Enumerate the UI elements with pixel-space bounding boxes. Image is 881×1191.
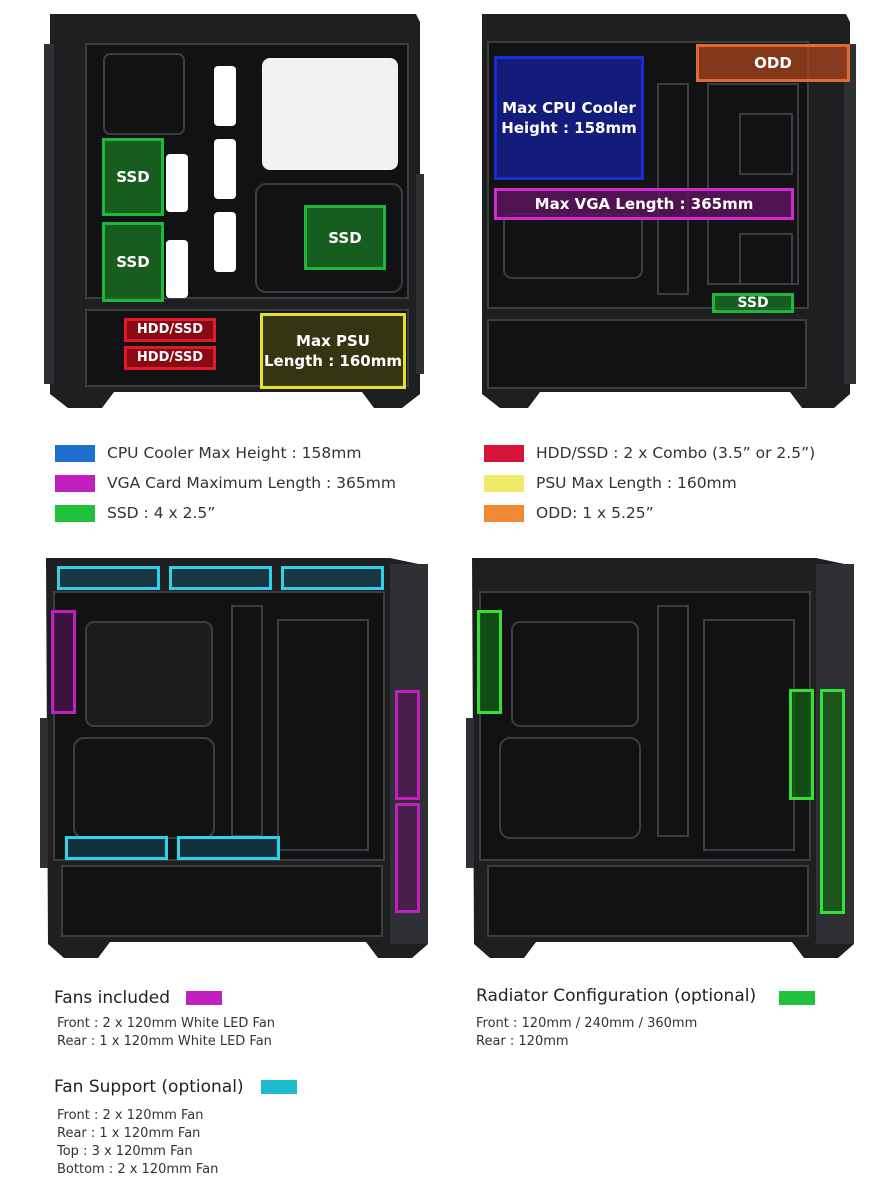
- odd-bay-label: ODD: [754, 54, 792, 72]
- hdd-bay-2-label: HDD/SSD: [136, 350, 204, 365]
- legend-item-ssd: SSD : 4 x 2.5”: [55, 504, 215, 522]
- legend-swatch-vga: [55, 474, 95, 492]
- hdd-bay-2: HDD/SSD: [124, 346, 216, 370]
- rear-fan-slot: [51, 610, 76, 714]
- fan-support-line-2: Rear : 1 x 120mm Fan: [57, 1126, 201, 1141]
- legend-label-vga: VGA Card Maximum Length : 365mm: [107, 474, 396, 492]
- fans-included-line-2: Rear : 1 x 120mm White LED Fan: [57, 1034, 272, 1049]
- ssd-bay-4-label: SSD: [737, 295, 769, 311]
- fan-support-line-3: Top : 3 x 120mm Fan: [57, 1144, 193, 1159]
- legend-swatch-odd: [484, 504, 524, 522]
- legend-item-cpu: CPU Cooler Max Height : 158mm: [55, 444, 361, 462]
- radiator-title: Radiator Configuration (optional): [476, 986, 757, 1006]
- ssd-bay-3-label: SSD: [328, 228, 362, 247]
- top-fan-slot-3: [281, 566, 384, 590]
- legend-item-odd: ODD: 1 x 5.25”: [484, 504, 654, 522]
- hdd-bay-1: HDD/SSD: [124, 318, 216, 342]
- legend-item-vga: VGA Card Maximum Length : 365mm: [55, 474, 396, 492]
- fan-support-title: Fan Support (optional): [54, 1077, 244, 1097]
- radiator-line-1: Front : 120mm / 240mm / 360mm: [476, 1016, 698, 1031]
- legend-label-psu: PSU Max Length : 160mm: [536, 474, 737, 492]
- top-fan-slot-1: [57, 566, 160, 590]
- fan-support-line-4: Bottom : 2 x 120mm Fan: [57, 1162, 219, 1177]
- fan-support-swatch: [261, 1080, 297, 1094]
- bottom-fan-slot-1: [65, 836, 168, 860]
- front-fan-slot-2: [395, 803, 420, 913]
- legend-item-hdd: HDD/SSD : 2 x Combo (3.5” or 2.5”): [484, 444, 815, 462]
- front-fan-slot-1: [395, 690, 420, 800]
- fan-support-line-1: Front : 2 x 120mm Fan: [57, 1108, 204, 1123]
- cpu-cooler-label-line1: Max CPU Cooler: [502, 99, 636, 117]
- legend-swatch-ssd: [55, 504, 95, 522]
- legend-swatch-psu: [484, 474, 524, 492]
- legend-label-odd: ODD: 1 x 5.25”: [536, 504, 654, 522]
- psu-label-line2: Length : 160mm: [263, 352, 402, 370]
- ssd-bay-3: SSD: [304, 205, 386, 270]
- odd-bay: ODD: [696, 44, 850, 82]
- psu-label-line1: Max PSU: [296, 332, 370, 350]
- front-radiator-slot-short: [789, 689, 814, 800]
- ssd-bay-4: SSD: [712, 293, 794, 313]
- fans-included-title: Fans included: [54, 988, 171, 1008]
- fans-included-line-1: Front : 2 x 120mm White LED Fan: [57, 1016, 276, 1031]
- radiator-swatch: [779, 991, 815, 1005]
- ssd-bay-2-label: SSD: [116, 253, 150, 271]
- vga-area-label: Max VGA Length : 365mm: [534, 195, 754, 213]
- legend-label-ssd: SSD : 4 x 2.5”: [107, 504, 216, 522]
- legend-swatch-cpu: [55, 444, 95, 462]
- cpu-cooler-label-line2: Height : 158mm: [501, 119, 637, 137]
- cpu-cooler-area: Max CPU Cooler Height : 158mm: [494, 56, 644, 180]
- top-fan-slot-2: [169, 566, 272, 590]
- front-radiator-slot-long: [820, 689, 845, 914]
- vga-area: Max VGA Length : 365mm: [494, 188, 794, 220]
- case-fan-view: [40, 558, 428, 958]
- bottom-fan-slot-2: [177, 836, 280, 860]
- ssd-bay-1: SSD: [102, 138, 164, 216]
- legend-item-psu: PSU Max Length : 160mm: [484, 474, 737, 492]
- hdd-bay-1-label: HDD/SSD: [136, 322, 204, 337]
- ssd-bay-2: SSD: [102, 222, 164, 302]
- psu-area: Max PSU Length : 160mm: [260, 313, 406, 389]
- legend-label-hdd: HDD/SSD : 2 x Combo (3.5” or 2.5”): [536, 444, 816, 462]
- fans-included-swatch: [186, 991, 222, 1005]
- legend-label-cpu: CPU Cooler Max Height : 158mm: [107, 444, 362, 462]
- ssd-bay-1-label: SSD: [116, 168, 150, 186]
- legend-swatch-hdd: [484, 444, 524, 462]
- case-radiator-view: [466, 558, 854, 958]
- rear-radiator-slot: [477, 610, 502, 714]
- radiator-line-2: Rear : 120mm: [476, 1034, 569, 1049]
